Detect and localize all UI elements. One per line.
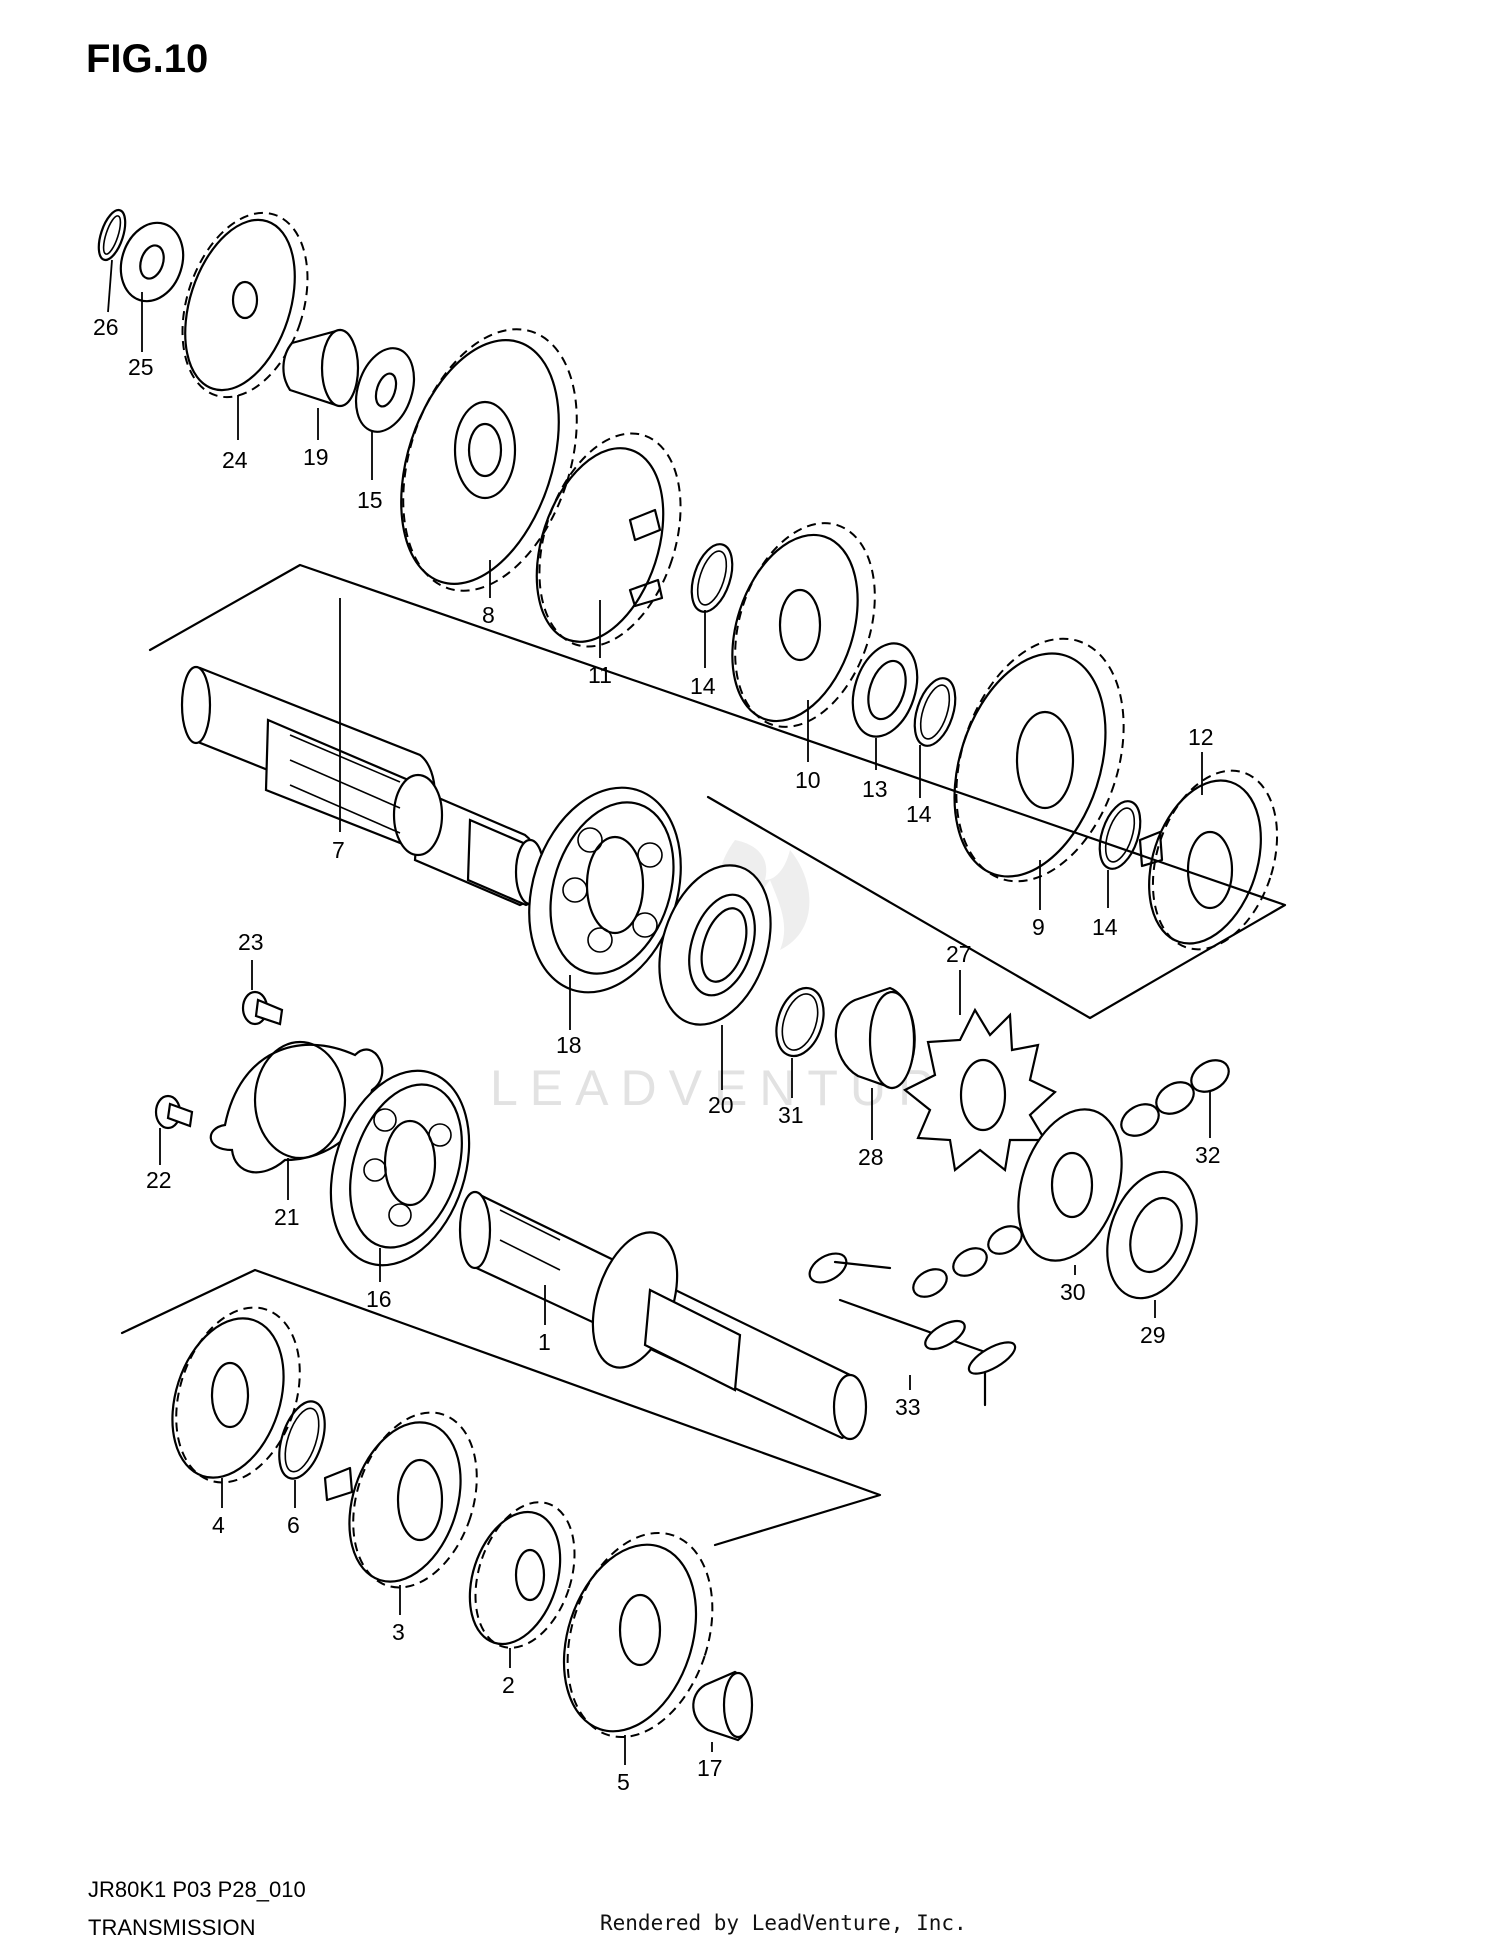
part-1-mainshaft	[458, 1190, 868, 1441]
part-26-circlip	[97, 208, 127, 262]
callout-10: 10	[795, 767, 821, 793]
part-15-washer	[354, 347, 416, 433]
callout-21: 21	[274, 1204, 300, 1230]
part-20-oil-seal	[658, 864, 772, 1026]
callout-16: 16	[366, 1286, 392, 1312]
part-10-gear	[731, 522, 876, 728]
part-27-sprocket	[902, 1007, 1057, 1173]
lower-shaft-group-outline	[120, 1268, 882, 1547]
figure-label: FIG.10	[86, 37, 208, 81]
callout-32: 32	[1195, 1142, 1221, 1168]
callout-7: 7	[332, 837, 345, 863]
part-4-gear	[171, 1306, 301, 1484]
part-21-bearing-retainer	[209, 1040, 384, 1174]
callout-5: 5	[617, 1769, 630, 1795]
callout-26: 26	[93, 314, 119, 340]
part-30-lock-washer	[1017, 1108, 1123, 1262]
part-14-circlip-c	[1098, 800, 1142, 870]
callout-17: 17	[697, 1755, 723, 1781]
callout-2: 2	[502, 1672, 515, 1698]
part-22-screw	[154, 1094, 194, 1130]
part-11-gear	[535, 432, 682, 648]
part-25-washer	[119, 221, 185, 303]
callout-31: 31	[778, 1102, 804, 1128]
callout-29: 29	[1140, 1322, 1166, 1348]
callout-8: 8	[482, 602, 495, 628]
callout-13: 13	[862, 776, 888, 802]
callout-1: 1	[538, 1329, 551, 1355]
callout-6: 6	[287, 1512, 300, 1538]
callout-12: 12	[1188, 724, 1214, 750]
part-33-chain-joint	[808, 1225, 1023, 1407]
model-code: JR80K1 P03 P28_010	[88, 1877, 306, 1902]
callout-19: 19	[303, 444, 329, 470]
part-14-circlip-b	[913, 677, 957, 747]
part-13-splined-washer	[851, 642, 919, 738]
part-16-bearing	[329, 1069, 471, 1267]
section-title: TRANSMISSION	[88, 1915, 255, 1940]
callout-14-lower: 14	[1092, 914, 1118, 940]
callout-11: 11	[588, 662, 612, 688]
leader-lines	[107, 259, 1211, 1765]
callout-27: 27	[946, 941, 972, 967]
part-17-bushing	[692, 1670, 754, 1742]
part-23-screw	[241, 990, 284, 1026]
part-3-gear	[323, 1411, 478, 1589]
callout-22: 22	[146, 1167, 172, 1193]
part-9-gear	[953, 637, 1125, 883]
part-5-gear	[562, 1531, 714, 1739]
part-14-circlip-a	[690, 543, 734, 613]
upper-shaft-group-outline	[148, 563, 1287, 1020]
callout-18: 18	[556, 1032, 582, 1058]
callout-28: 28	[858, 1144, 884, 1170]
callout-4: 4	[212, 1512, 225, 1538]
part-31-o-ring	[775, 986, 825, 1058]
callout-9: 9	[1032, 914, 1045, 940]
part-32-drive-chain	[1120, 1059, 1230, 1137]
part-28-spacer	[834, 986, 916, 1090]
part-7-countershaft	[180, 665, 546, 907]
callout-20: 20	[708, 1092, 734, 1118]
render-credit: Rendered by LeadVenture, Inc.	[600, 1911, 967, 1935]
part-6-circlip	[278, 1400, 326, 1480]
callout-3: 3	[392, 1619, 405, 1645]
part-24-gear	[181, 211, 309, 399]
part-29-seal	[1106, 1170, 1198, 1300]
callout-30: 30	[1060, 1279, 1086, 1305]
callout-15: 15	[357, 487, 383, 513]
callout-33: 33	[895, 1394, 921, 1420]
callout-labels: 26 25 24 19 15 8 11 14 10 13 14 9 14 12 …	[93, 314, 1221, 1795]
part-2-gear	[468, 1501, 576, 1649]
callout-24: 24	[222, 447, 248, 473]
part-19-bushing	[282, 328, 360, 408]
callout-25: 25	[128, 354, 154, 380]
callout-14-upper: 14	[690, 673, 716, 699]
callout-14-middle: 14	[906, 801, 932, 827]
part-12-gear	[1138, 769, 1279, 951]
callout-23: 23	[238, 929, 264, 955]
